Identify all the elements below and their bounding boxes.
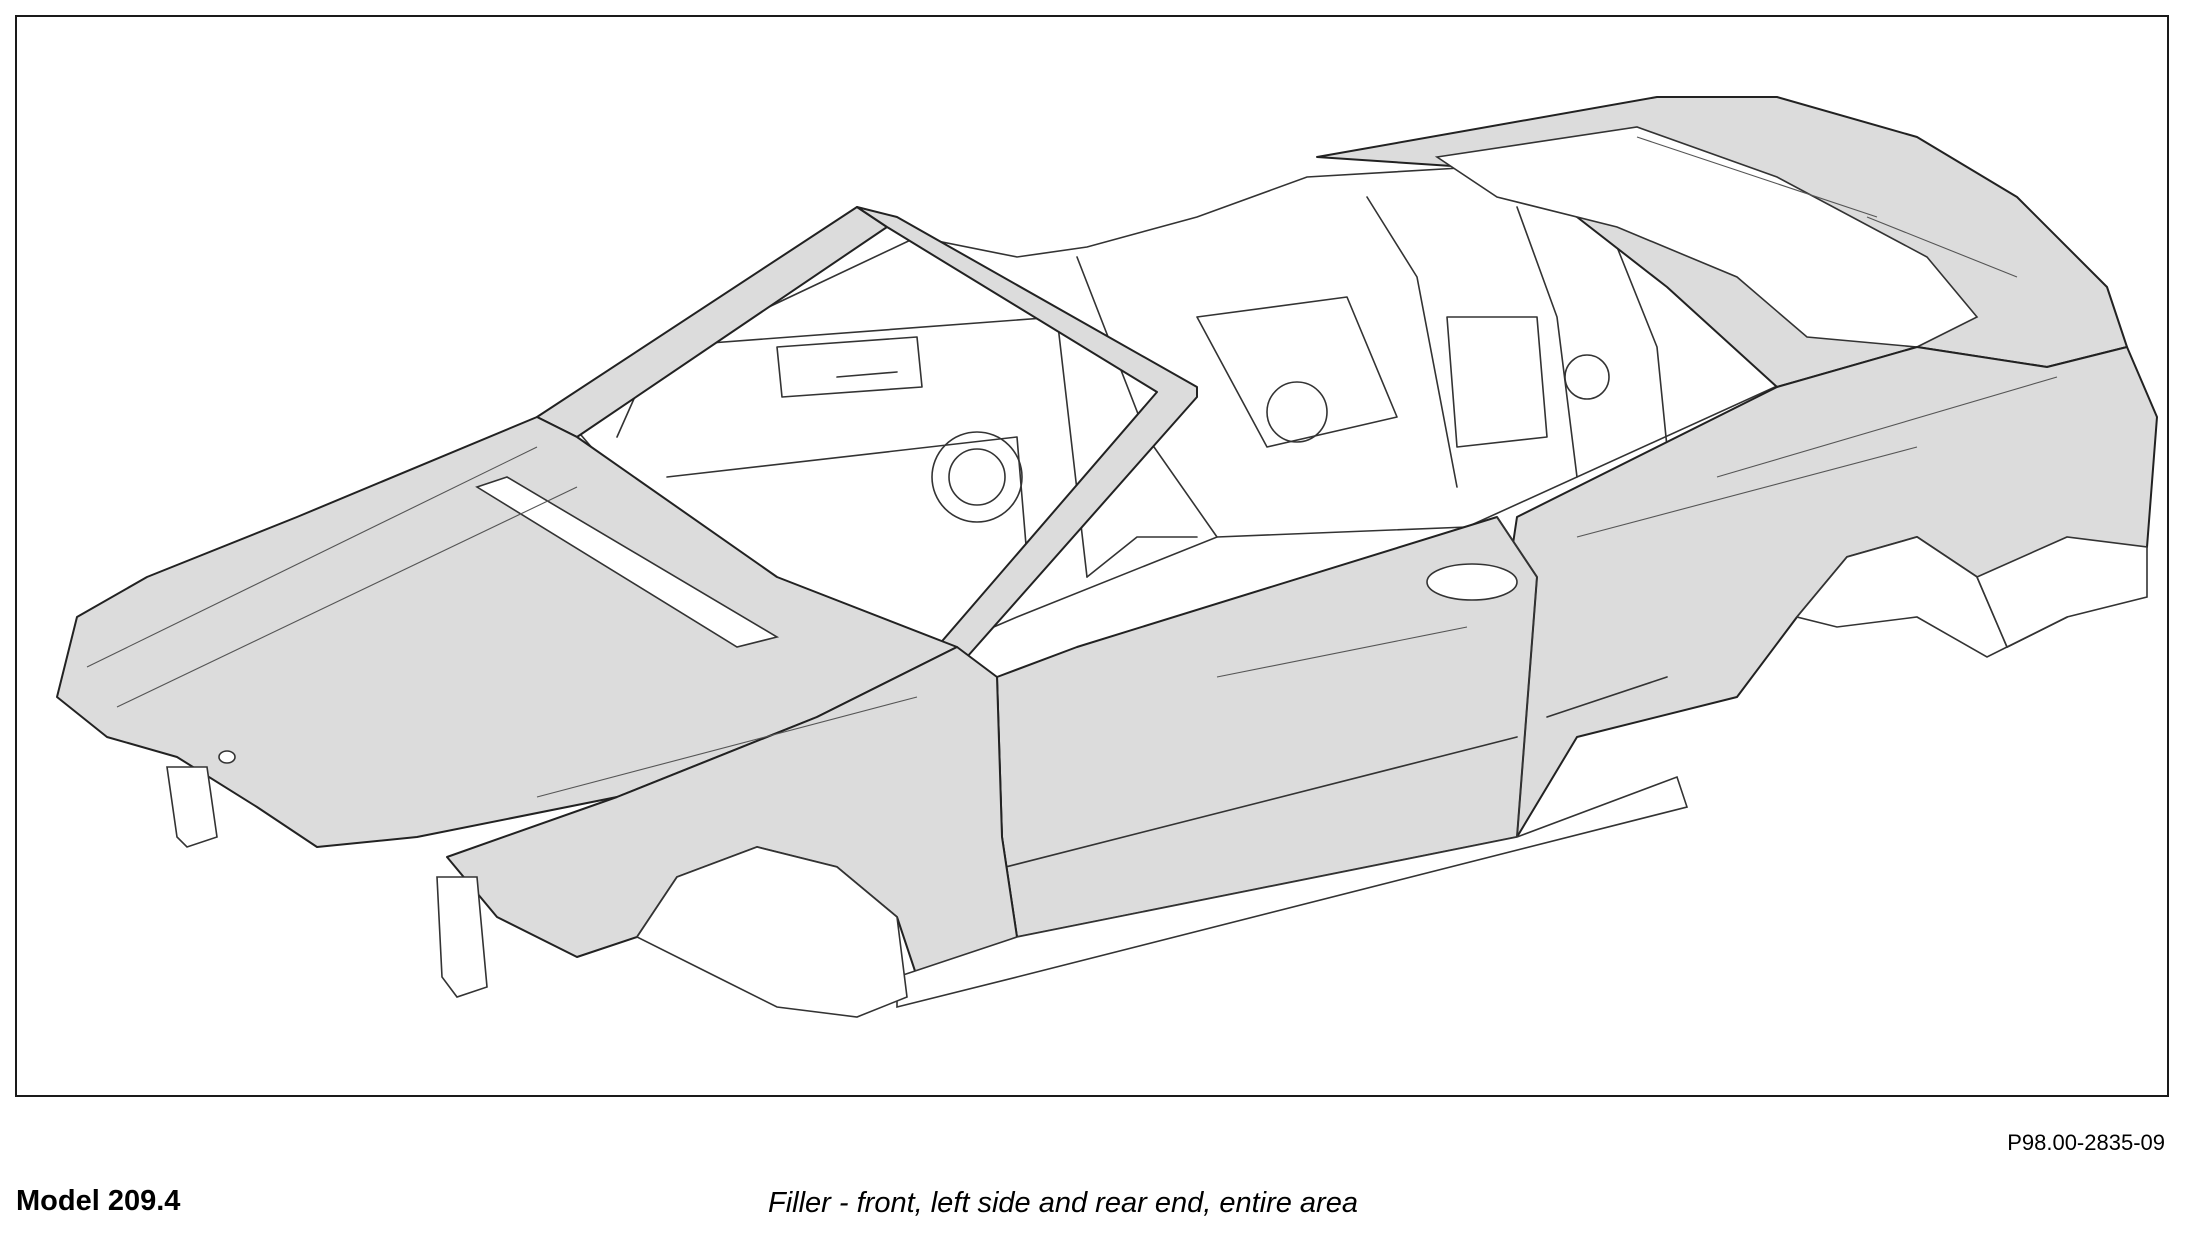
front-bracket — [436, 876, 488, 998]
rear-bumper-frame — [1975, 536, 2148, 649]
door-handle-recess — [1426, 563, 1518, 601]
figure-caption: Filler - front, left side and rear end, … — [768, 1187, 1358, 1219]
body-contour-lines — [86, 136, 2058, 798]
hood-emblem-hole — [218, 750, 236, 764]
interior-frame-details — [616, 196, 1668, 578]
model-label: Model 209.4 — [16, 1185, 181, 1217]
illustration-frame — [15, 15, 2169, 1097]
car-body-illustration — [56, 96, 2158, 1018]
side-sill — [896, 775, 1689, 1009]
front-fender-panel — [446, 646, 1018, 978]
front-wheelhouse — [635, 846, 908, 1018]
hood-vent-slot — [475, 476, 780, 648]
door-trim-strip — [926, 676, 1668, 888]
front-member — [166, 766, 218, 848]
figure-reference-code: P98.00-2835-09 — [2007, 1130, 2165, 1155]
